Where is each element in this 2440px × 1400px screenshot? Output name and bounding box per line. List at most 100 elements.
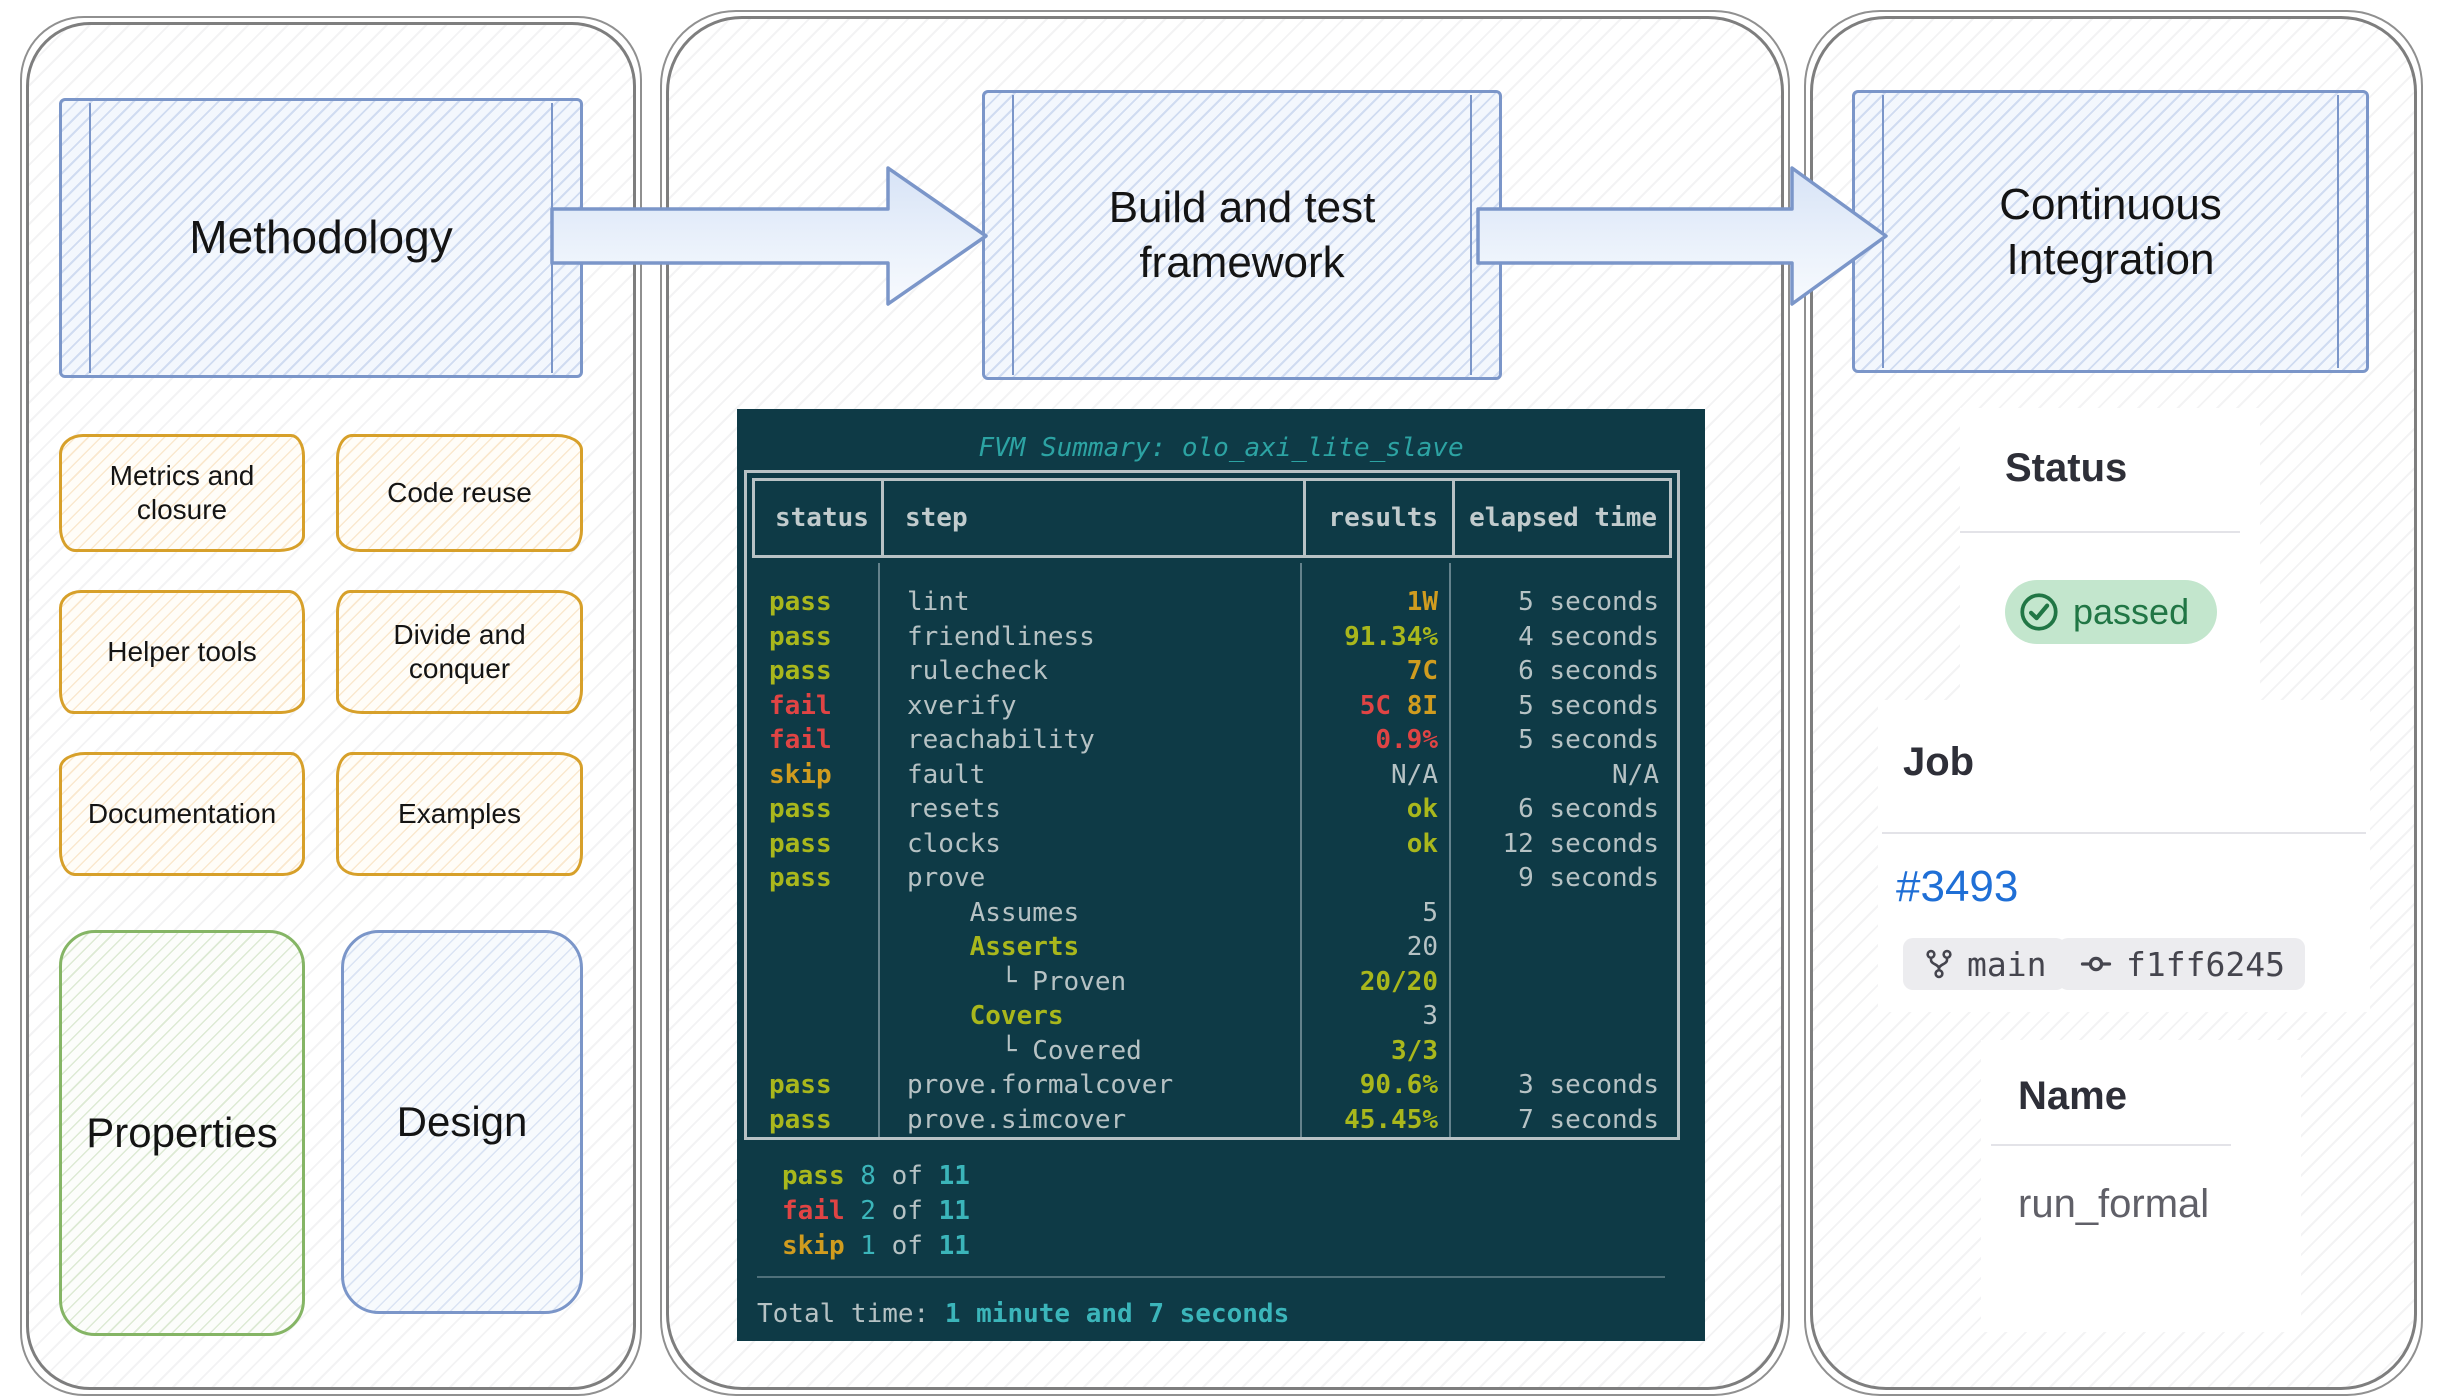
fvm-cell-status: pass bbox=[769, 1070, 832, 1100]
fvm-cell-status bbox=[747, 1034, 881, 1069]
fvm-summary-line: pass 8 of 11 bbox=[782, 1159, 970, 1194]
status-badge-label: passed bbox=[2073, 591, 2190, 632]
fvm-result-value: 7C bbox=[1406, 656, 1438, 686]
fvm-cell-elapsed bbox=[1452, 965, 1677, 1000]
fvm-cell-elapsed bbox=[1452, 930, 1677, 965]
fvm-cell-step: Assumes bbox=[907, 897, 1080, 928]
fvm-result-value: 3 bbox=[1422, 1001, 1438, 1031]
fvm-cell-elapsed: 9 seconds bbox=[1518, 863, 1659, 893]
total-time-value: 1 minute and 7 seconds bbox=[944, 1299, 1290, 1329]
fvm-table-header: status step results elapsed time bbox=[752, 478, 1672, 558]
fvm-result-value: ok bbox=[1406, 828, 1438, 859]
fvm-cell-status: pass bbox=[769, 1104, 832, 1135]
status-heading: Status bbox=[2005, 446, 2128, 490]
summary-total: 11 bbox=[938, 1196, 970, 1226]
status-badge[interactable]: passed bbox=[2005, 580, 2218, 644]
job-name-value: run_formal bbox=[2018, 1182, 2210, 1226]
fvm-cell-step: Covers bbox=[907, 1001, 1064, 1031]
fvm-result-value: 45.45% bbox=[1344, 1104, 1438, 1135]
chip-divide-and-conquer: Divide and conquer bbox=[336, 590, 583, 714]
commit-badge[interactable]: f1ff6245 bbox=[2058, 938, 2305, 990]
chip-metrics-and-closure: Metrics and closure bbox=[59, 434, 305, 552]
fvm-cell-step: prove.formalcover bbox=[907, 1070, 1174, 1100]
fvm-cell-result: ok bbox=[1303, 827, 1452, 862]
fvm-cell-step: lint bbox=[907, 587, 970, 617]
chip-label: Helper tools bbox=[107, 636, 257, 668]
job-link[interactable]: #3493 bbox=[1896, 862, 2019, 911]
fvm-cell-elapsed bbox=[1452, 896, 1677, 931]
fvm-cell-step: Asserts bbox=[907, 932, 1080, 962]
column-header-status: status bbox=[775, 503, 869, 533]
fvm-cell-status: pass bbox=[769, 794, 832, 824]
branch-badge[interactable]: main bbox=[1903, 938, 2067, 990]
chip-examples: Examples bbox=[336, 752, 583, 876]
total-time-label: Total time: bbox=[757, 1299, 945, 1329]
fvm-cell-result: 7C bbox=[1303, 654, 1452, 689]
fvm-cell-result: 1W bbox=[1303, 585, 1452, 620]
fvm-cell-result: 20 bbox=[1303, 930, 1452, 965]
fvm-cell-step: reachability bbox=[907, 725, 1095, 755]
methodology-box: Methodology bbox=[59, 98, 583, 378]
job-section: Job #3493 main f1ff6245 bbox=[1878, 700, 2370, 1012]
chip-label: Metrics and closure bbox=[109, 460, 255, 525]
job-heading: Job bbox=[1903, 740, 1975, 784]
fvm-cell-result: 91.34% bbox=[1303, 620, 1452, 655]
fvm-cell-status: pass bbox=[769, 828, 832, 859]
status-divider bbox=[1960, 531, 2240, 533]
summary-status: fail bbox=[782, 1196, 845, 1226]
fvm-cell-elapsed: N/A bbox=[1612, 759, 1659, 790]
fvm-cell-result: 3/3 bbox=[1303, 1034, 1452, 1069]
fvm-divider bbox=[757, 1276, 1665, 1278]
methodology-box-label: Methodology bbox=[189, 211, 453, 264]
fvm-cell-elapsed: 5 seconds bbox=[1518, 690, 1659, 721]
fvm-cell-step: friendliness bbox=[907, 621, 1095, 652]
fvm-cell-status bbox=[747, 965, 881, 1000]
fvm-cell-result: 3 bbox=[1303, 999, 1452, 1034]
name-heading: Name bbox=[2018, 1074, 2127, 1118]
fvm-cell-status bbox=[747, 896, 881, 931]
chip-label: Divide and conquer bbox=[393, 619, 526, 684]
fvm-summary-line: fail 2 of 11 bbox=[782, 1194, 970, 1229]
fvm-cell-elapsed: 4 seconds bbox=[1518, 621, 1659, 652]
fvm-cell-step: xverify bbox=[907, 690, 1017, 721]
fvm-cell-elapsed bbox=[1452, 999, 1677, 1034]
fvm-result-value: 20/20 bbox=[1359, 966, 1438, 997]
branch-badge-label: main bbox=[1967, 944, 2047, 984]
fvm-result-value: N/A bbox=[1391, 759, 1438, 790]
fvm-result-value: 3/3 bbox=[1391, 1035, 1438, 1066]
fvm-cell-step: prove.simcover bbox=[907, 1104, 1127, 1135]
fvm-cell-status: pass bbox=[769, 863, 832, 893]
fvm-cell-result: 20/20 bbox=[1303, 965, 1452, 1000]
fvm-cell-elapsed: 5 seconds bbox=[1518, 725, 1659, 755]
summary-total: 11 bbox=[938, 1231, 970, 1261]
fvm-cell-step: resets bbox=[907, 794, 1001, 824]
fvm-cell-step: fault bbox=[907, 759, 986, 790]
column-header-elapsed-time: elapsed time bbox=[1469, 503, 1657, 533]
fvm-cell-elapsed: 6 seconds bbox=[1518, 794, 1659, 824]
ci-box-label: Continuous Integration bbox=[1999, 179, 2222, 284]
column-header-results: results bbox=[1328, 503, 1438, 533]
fvm-cell-elapsed: 12 seconds bbox=[1502, 828, 1659, 859]
job-divider bbox=[1882, 832, 2366, 834]
fvm-cell-status: pass bbox=[769, 587, 832, 617]
fvm-cell-elapsed bbox=[1452, 1034, 1677, 1069]
fvm-cell-status: fail bbox=[769, 725, 832, 755]
fvm-cell-result: 5 bbox=[1303, 896, 1452, 931]
fvm-cell-result: N/A bbox=[1303, 758, 1452, 793]
fvm-total-time: Total time: 1 minute and 7 seconds bbox=[757, 1297, 1289, 1331]
fvm-table-body: pass lint 1W 5 seconds pass friendliness 91.34… bbox=[747, 563, 1677, 1137]
summary-status: skip bbox=[782, 1231, 845, 1261]
fvm-table: status step results elapsed time pass lin… bbox=[744, 470, 1680, 1140]
fvm-cell-status: pass bbox=[769, 621, 832, 652]
fvm-cell-elapsed: 7 seconds bbox=[1518, 1104, 1659, 1135]
fvm-cell-step: clocks bbox=[907, 828, 1001, 859]
fvm-summary-line: skip 1 of 11 bbox=[782, 1229, 970, 1264]
design-box: Design bbox=[341, 930, 583, 1314]
commit-badge-label: f1ff6245 bbox=[2126, 944, 2285, 984]
summary-status: pass bbox=[782, 1161, 845, 1191]
fvm-result-value: 0.9% bbox=[1375, 725, 1438, 755]
summary-count: 8 bbox=[844, 1161, 876, 1191]
fvm-cell-result: ok bbox=[1303, 792, 1452, 827]
fvm-cell-result: 90.6% bbox=[1303, 1068, 1452, 1103]
fvm-cell-elapsed: 6 seconds bbox=[1518, 656, 1659, 686]
